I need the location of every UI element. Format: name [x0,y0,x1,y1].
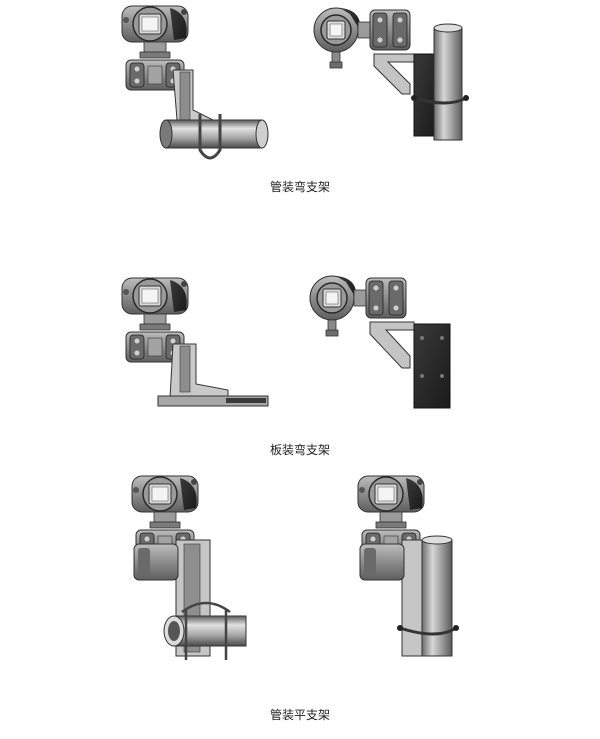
caption-plate-bent: 板装弯支架 [269,443,330,457]
figure-pipe-flat-vertical-pipe [356,470,476,665]
caption-pipe-bent: 管装弯支架 [269,180,330,194]
figure-pipe-bent-horizontal [310,4,480,144]
figure-pipe-bent-vertical [118,0,278,170]
caption-pipe-flat: 管装平支架 [269,708,330,722]
figure-plate-bent-horizontal [306,272,466,412]
figure-pipe-flat-horizontal-pipe [130,470,260,665]
figure-plate-bent-vertical [118,272,278,412]
